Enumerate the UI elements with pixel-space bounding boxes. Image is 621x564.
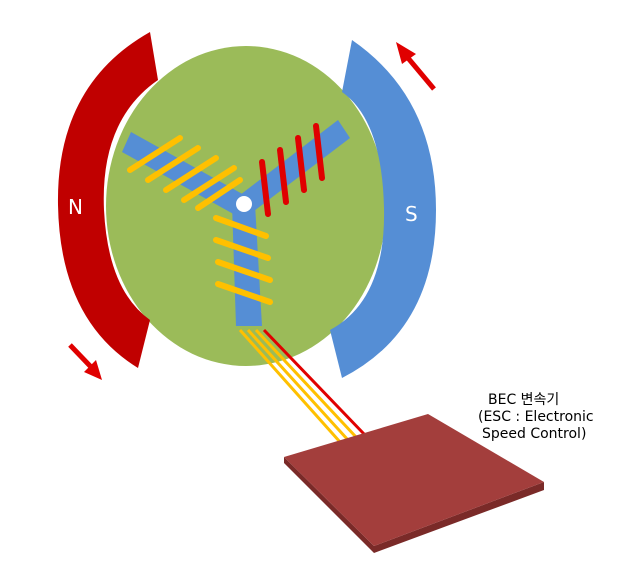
coil-right-winding xyxy=(259,123,325,217)
coil-bottom-winding xyxy=(213,215,273,305)
coil-left-winding xyxy=(127,135,243,211)
wire-red xyxy=(262,328,366,436)
esc-label-line3: Speed Control) xyxy=(482,426,586,442)
south-pole-label: S xyxy=(405,202,418,226)
esc-board-top xyxy=(284,414,544,546)
rotation-arrow-bottom-left xyxy=(68,343,102,380)
wire-yellow-3 xyxy=(254,328,358,439)
motor-wires xyxy=(238,328,366,443)
rotor-hub xyxy=(236,196,252,212)
esc-board-side xyxy=(284,457,544,553)
esc-board xyxy=(284,414,544,553)
esc-label-line1: BEC 변속기 xyxy=(488,392,559,408)
north-pole-magnet xyxy=(57,32,159,368)
wire-yellow-1 xyxy=(238,329,342,443)
north-pole-label: N xyxy=(68,195,83,219)
south-pole-magnet xyxy=(330,40,436,378)
esc-label-line2: (ESC : Electronic xyxy=(478,409,594,425)
rotation-arrow-top-right xyxy=(396,42,436,91)
wire-yellow-2 xyxy=(246,328,350,442)
